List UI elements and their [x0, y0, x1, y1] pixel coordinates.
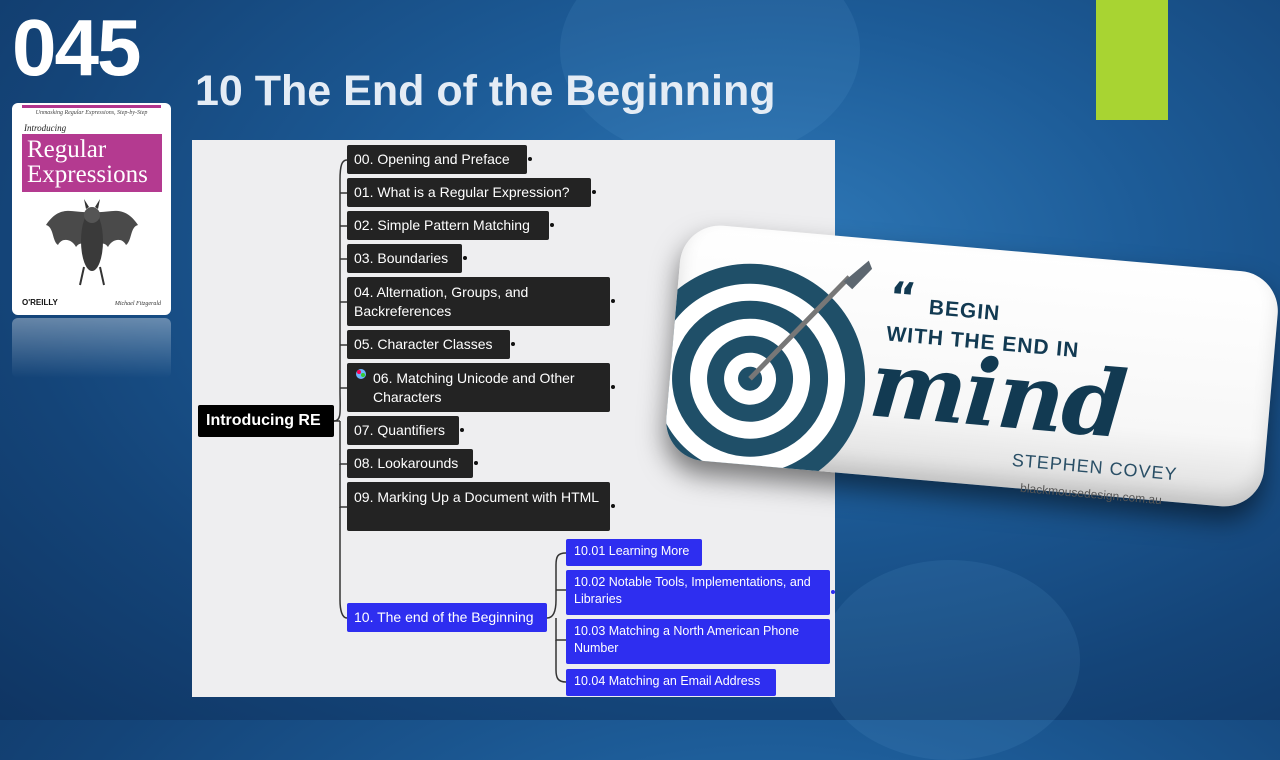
- node-dot: [831, 590, 835, 594]
- quote-big-word: mind: [865, 329, 1130, 460]
- book-reflection: [12, 318, 171, 378]
- cover-rule: [22, 105, 161, 108]
- book-cover: Unmasking Regular Expressions, Step-by-S…: [12, 103, 171, 315]
- mind-map-node[interactable]: 07. Quantifiers: [347, 416, 459, 445]
- mind-map-root[interactable]: Introducing RE: [198, 405, 334, 437]
- node-dot: [611, 504, 615, 508]
- book-intro: Introducing: [24, 123, 67, 133]
- mind-map-node[interactable]: 03. Boundaries: [347, 244, 462, 273]
- globe-icon: [356, 369, 366, 379]
- node-dot: [511, 342, 515, 346]
- accent-bar: [1096, 0, 1168, 120]
- mind-map-subnode[interactable]: 10.01 Learning More: [566, 539, 702, 566]
- quote-mark-icon: “: [887, 273, 918, 322]
- book-title: Regular Expressions: [22, 134, 162, 192]
- mind-map-node[interactable]: 08. Lookarounds: [347, 449, 473, 478]
- mind-map-node-label: 06. Matching Unicode and Other Character…: [373, 370, 575, 405]
- node-dot: [528, 157, 532, 161]
- bat-icon: [46, 199, 138, 286]
- mind-map-node[interactable]: 06. Matching Unicode and Other Character…: [347, 363, 610, 412]
- background-glow: [820, 560, 1080, 760]
- node-dot: [550, 223, 554, 227]
- mind-map-node[interactable]: 00. Opening and Preface: [347, 145, 527, 174]
- mind-map-subnode[interactable]: 10.02 Notable Tools, Implementations, an…: [566, 570, 830, 615]
- quote-line: BEGIN: [927, 296, 1002, 326]
- slide-number: 045: [12, 3, 141, 92]
- mind-map-connectors: [333, 159, 567, 683]
- mind-map-node[interactable]: 05. Character Classes: [347, 330, 510, 359]
- book-tagline: Unmasking Regular Expressions, Step-by-S…: [35, 110, 148, 116]
- node-dot: [474, 461, 478, 465]
- node-dot: [463, 256, 467, 260]
- node-dot: [460, 428, 464, 432]
- node-dot: [611, 385, 615, 389]
- book-title-line: Regular: [27, 136, 107, 163]
- node-dot: [611, 299, 615, 303]
- book-author: Michael Fitzgerald: [114, 301, 161, 307]
- node-dot: [592, 190, 596, 194]
- mind-map-node[interactable]: 02. Simple Pattern Matching: [347, 211, 549, 240]
- mind-map-node-selected[interactable]: 10. The end of the Beginning: [347, 603, 547, 632]
- dart-target-icon: [662, 260, 873, 494]
- slide-title: 10 The End of the Beginning: [195, 67, 776, 115]
- book-title-line: Expressions: [27, 161, 148, 188]
- quote-card: “ BEGIN WITH THE END IN mind STEPHEN COV…: [662, 222, 1280, 510]
- mind-map-subnode[interactable]: 10.03 Matching a North American Phone Nu…: [566, 619, 830, 664]
- mind-map-node[interactable]: 09. Marking Up a Document with HTML: [347, 482, 610, 531]
- book-publisher: O'REILLY: [22, 298, 58, 307]
- mind-map-node[interactable]: 01. What is a Regular Expression?: [347, 178, 591, 207]
- mind-map-node[interactable]: 04. Alternation, Groups, and Backreferen…: [347, 277, 610, 326]
- mind-map-subnode[interactable]: 10.04 Matching an Email Address: [566, 669, 776, 696]
